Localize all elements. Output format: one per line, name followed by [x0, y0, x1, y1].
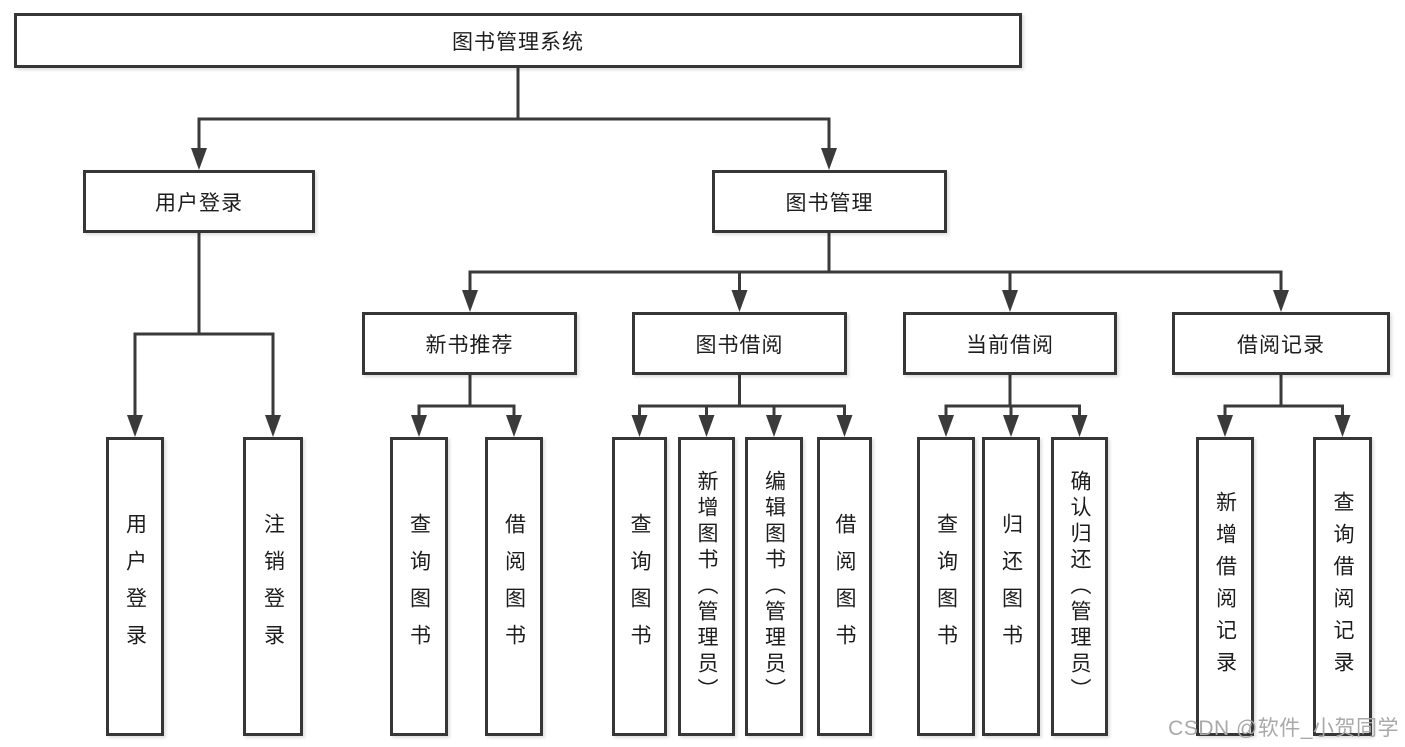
leaf-return-book: 归还图书: [982, 437, 1040, 736]
node-book-borrowing: 图书借阅: [632, 312, 847, 375]
node-user-login: 用户登录: [83, 170, 315, 233]
node-book-management-label: 图书管理: [785, 191, 874, 215]
leaf-logout: 注销登录: [243, 437, 303, 736]
connector-borrow-records-split: [1217, 373, 1351, 437]
connector-book-borrowing-split: [631, 373, 853, 437]
node-borrowing-records: 借阅记录: [1172, 312, 1390, 375]
leaf-add-book-admin-label: 新增图书（管理员）: [695, 469, 718, 704]
connector-new-book-split: [411, 373, 522, 437]
connector-current-borrowing-split: [938, 373, 1088, 437]
leaf-query-books-current: 查询图书: [917, 437, 975, 736]
leaf-query-books-current-label: 查询图书: [934, 512, 958, 661]
node-root: 图书管理系统: [14, 13, 1022, 68]
node-current-borrowing-label: 当前借阅: [966, 333, 1054, 357]
leaf-query-borrow-record: 查询借阅记录: [1313, 437, 1372, 736]
node-new-book-recommendation: 新书推荐: [362, 312, 577, 375]
node-current-borrowing: 当前借阅: [903, 312, 1117, 375]
leaf-query-borrow-record-label: 查询借阅记录: [1331, 490, 1354, 683]
node-root-label: 图书管理系统: [452, 30, 584, 54]
leaf-add-borrow-record: 新增借阅记录: [1196, 437, 1254, 736]
leaf-user-login: 用户登录: [106, 437, 164, 736]
leaf-confirm-return-admin-label: 确认归还（管理员）: [1068, 469, 1091, 704]
leaf-borrow-books-recommend-label: 借阅图书: [502, 512, 526, 661]
leaf-add-book-admin: 新增图书（管理员）: [678, 437, 735, 736]
connector-book-management-split: [462, 231, 1289, 312]
node-borrowing-records-label: 借阅记录: [1237, 333, 1325, 357]
leaf-return-book-label: 归还图书: [999, 512, 1023, 661]
node-book-management: 图书管理: [712, 170, 947, 233]
watermark: CSDN @软件_小贺同学: [1168, 717, 1399, 740]
leaf-query-books-borrowing-label: 查询图书: [628, 512, 651, 661]
node-user-login-label: 用户登录: [155, 191, 243, 215]
leaf-edit-book-admin: 编辑图书（管理员）: [745, 437, 803, 736]
leaf-user-login-label: 用户登录: [123, 512, 147, 661]
node-new-book-recommendation-label: 新书推荐: [425, 333, 514, 357]
node-book-borrowing-label: 图书借阅: [695, 333, 784, 357]
leaf-edit-book-admin-label: 编辑图书（管理员）: [762, 469, 786, 704]
leaf-borrow-books-borrowing-label: 借阅图书: [833, 512, 856, 661]
leaf-borrow-books-borrowing: 借阅图书: [817, 437, 872, 736]
leaf-confirm-return-admin: 确认归还（管理员）: [1051, 437, 1108, 736]
leaf-query-books-recommend-label: 查询图书: [407, 512, 431, 661]
leaf-borrow-books-recommend: 借阅图书: [485, 437, 543, 736]
leaf-query-books-recommend: 查询图书: [390, 437, 448, 736]
leaf-logout-label: 注销登录: [261, 512, 285, 661]
leaf-add-borrow-record-label: 新增借阅记录: [1213, 490, 1237, 683]
connector-user-login-split: [127, 231, 281, 437]
connector-root-split: [191, 66, 837, 170]
leaf-query-books-borrowing: 查询图书: [612, 437, 667, 736]
